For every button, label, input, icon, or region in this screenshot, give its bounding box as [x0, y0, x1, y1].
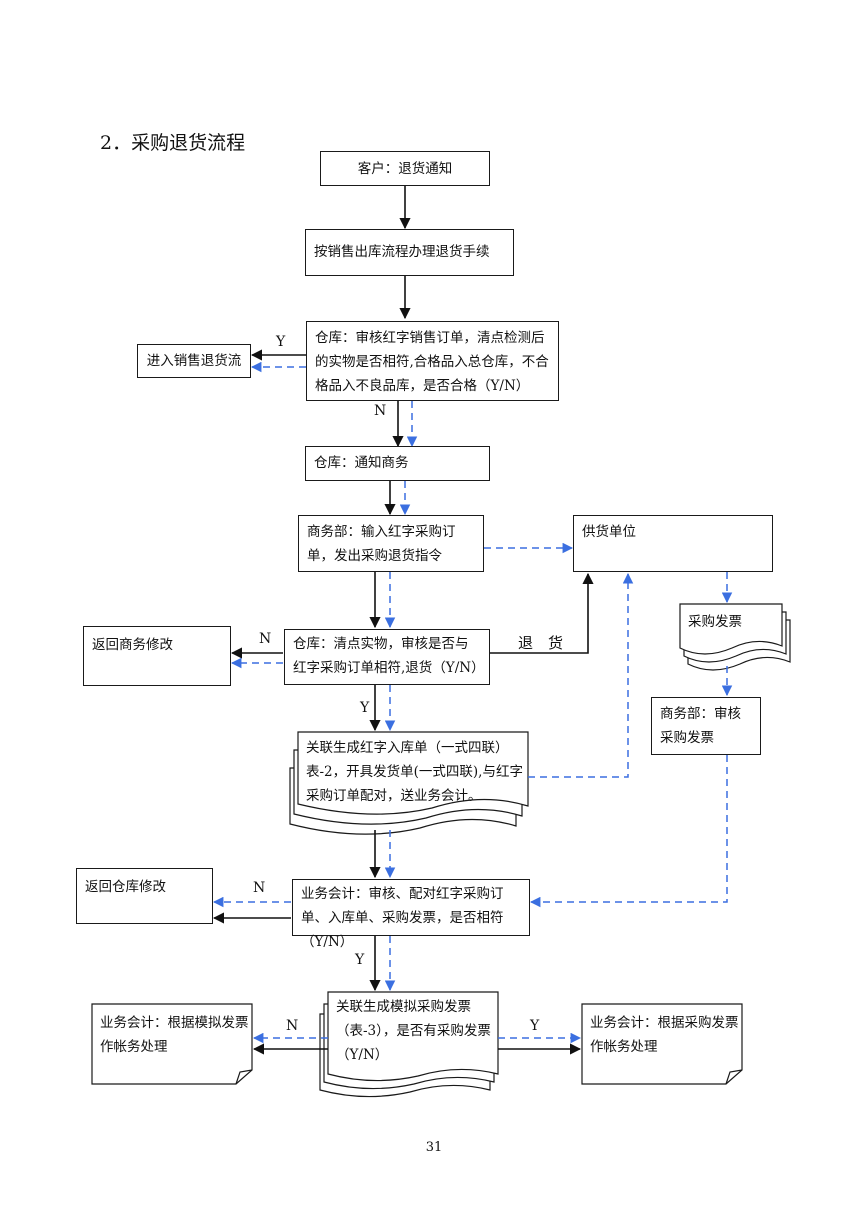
edge-label-y3: Y — [355, 952, 365, 968]
accountant-review-box: 业务会计：审核、配对红字采购订单、入库单、采购发票，是否相符（Y/N） — [292, 879, 530, 950]
accountant-doc-shapes — [91, 1003, 743, 1085]
return-warehouse-modify-box: 返回仓库修改 — [76, 868, 213, 924]
edge-label-n1: N — [374, 403, 387, 419]
supplier-box: 供货单位 — [573, 515, 773, 572]
handle-return-box: 按销售出库流程办理退货手续 — [305, 229, 514, 276]
solid-flow-lines — [212, 186, 594, 1055]
purchase-invoice-doc-shape — [679, 603, 791, 671]
sim-invoice-doc-shape — [319, 991, 499, 1098]
edge-label-n2: N — [259, 631, 272, 647]
business-review-invoice-box: 商务部：审核采购发票 — [651, 697, 761, 755]
warehouse-check-box: 仓库：审核红字销售订单，清点检测后的实物是否相符,合格品入总仓库，不合格品入不良… — [306, 321, 559, 401]
edge-label-return-goods: 退 货 — [518, 634, 564, 652]
enter-sales-return-box: 进入销售退货流 — [137, 344, 251, 378]
purchase-invoice-text: 采购发票 — [688, 614, 742, 630]
warehouse-count-box: 仓库：清点实物，审核是否与红字采购订单相符,退货（Y/N） — [284, 629, 490, 685]
return-business-modify-box: 返回商务修改 — [83, 626, 231, 686]
business-input-box: 商务部：输入红字采购订单，发出采购退货指令 — [298, 515, 484, 572]
edge-label-y1: Y — [276, 334, 286, 350]
generate-inbound-doc-shape — [289, 731, 529, 835]
page-title: 2．采购退货流程 — [100, 132, 246, 154]
page-number: 31 — [425, 1140, 443, 1155]
edge-label-n3: N — [253, 880, 266, 896]
generate-inbound-text: 关联生成红字入库单（一式四联）表-2，开具发货单(一式四联),与红字采购订单配对… — [306, 740, 523, 804]
customer-notice-box: 客户：退货通知 — [320, 151, 490, 186]
accountant-real-text: 业务会计：根据采购发票作帐务处理 — [590, 1015, 739, 1055]
edge-label-y4: Y — [530, 1018, 540, 1034]
edge-label-n4: N — [286, 1018, 299, 1034]
edge-label-y2: Y — [360, 700, 370, 716]
dashed-flow-lines — [212, 361, 733, 1044]
warehouse-notify-box: 仓库：通知商务 — [305, 446, 490, 481]
generate-sim-invoice-text: 关联生成模拟采购发票（表-3），是否有采购发票（Y/N） — [336, 999, 491, 1063]
accountant-sim-text: 业务会计：根据模拟发票作帐务处理 — [100, 1015, 249, 1055]
